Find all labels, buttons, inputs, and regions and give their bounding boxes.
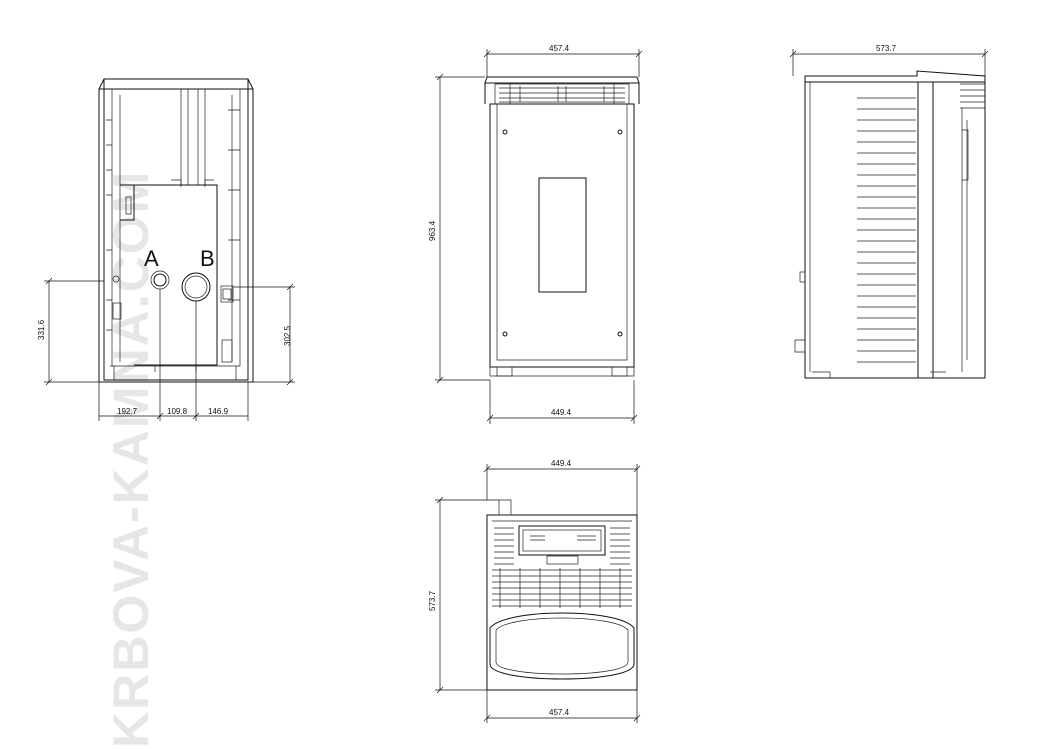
top-dim-depth: 573.7: [428, 590, 437, 611]
front-dim-bottom: 449.4: [551, 408, 572, 417]
dim-height-a: 331.6: [37, 319, 46, 340]
top-dim-width: 449.4: [551, 459, 572, 468]
dim-width-1: 192.7: [117, 407, 138, 416]
top-view: 449.4 573.7 457.4: [428, 459, 641, 723]
top-dim-bottom: 457.4: [549, 708, 570, 717]
side-dim-top: 573.7: [876, 44, 897, 53]
front-view: 457.4 963.4 449.4: [428, 44, 643, 424]
connection-label-a: A: [144, 246, 159, 271]
front-dim-height: 963.4: [428, 220, 437, 241]
dim-height-b: 302.5: [283, 325, 292, 346]
front-dim-top: 457.4: [549, 44, 570, 53]
dim-width-2: 109.8: [167, 407, 188, 416]
side-view: 573.7: [789, 44, 989, 379]
back-view: A B 331.6 302.5 192.7 109.8 146.9: [37, 78, 295, 421]
dim-width-3: 146.9: [208, 407, 229, 416]
connection-label-b: B: [200, 246, 215, 271]
